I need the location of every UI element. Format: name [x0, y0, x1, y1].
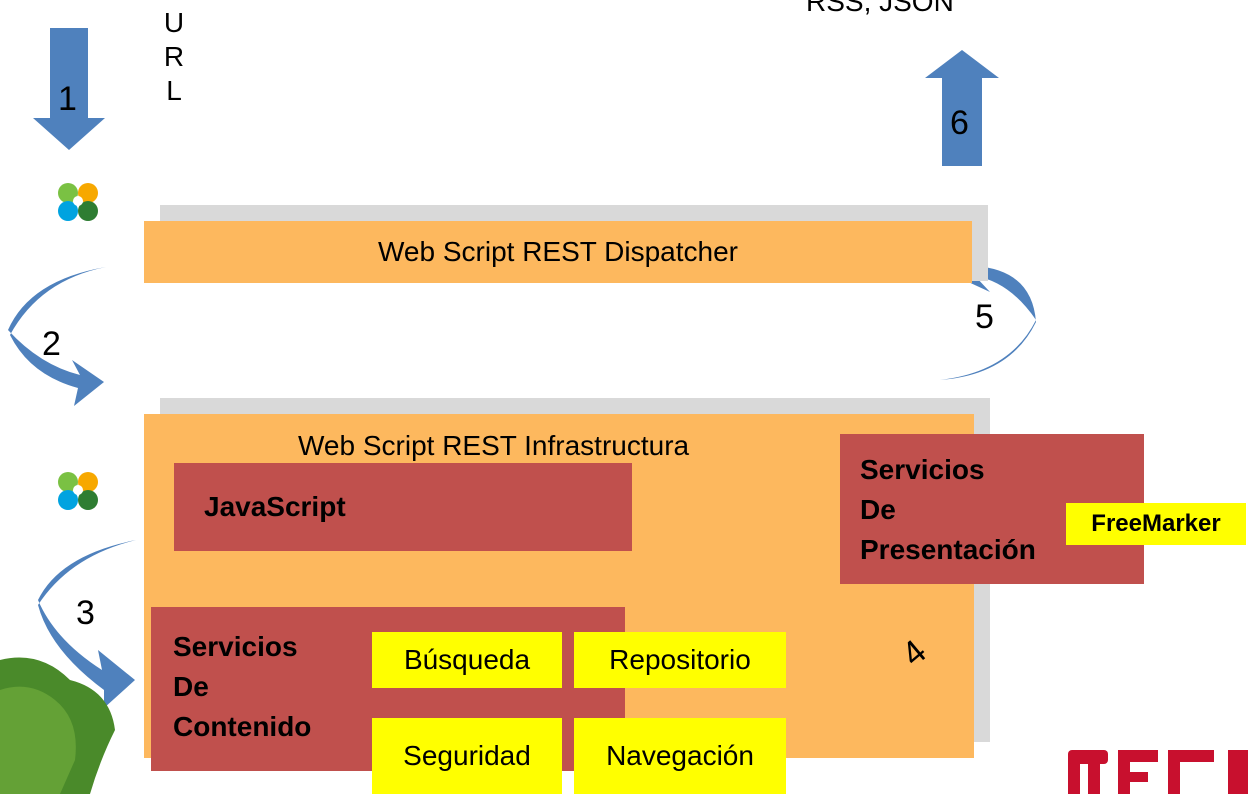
- url-letter: R: [163, 41, 185, 72]
- content-line: Servicios: [173, 631, 298, 662]
- infrastructure-title: Web Script REST Infrastructura: [298, 430, 690, 461]
- tree-image: [0, 657, 115, 794]
- dispatcher-title: Web Script REST Dispatcher: [378, 236, 738, 267]
- output-formats-label: RSS, JSON: [806, 0, 954, 17]
- dispatcher-bar: Web Script REST Dispatcher: [144, 221, 972, 283]
- step-label-3: 3: [76, 594, 95, 632]
- curved-arrow-5: [938, 250, 1036, 380]
- url-letter: L: [166, 75, 182, 106]
- content-line: De: [173, 671, 209, 702]
- module-repositorio: Repositorio: [574, 632, 786, 688]
- up-arrow-6: [925, 50, 999, 166]
- curved-arrow-3: [38, 540, 136, 708]
- content-line: Contenido: [173, 711, 312, 742]
- alfresco-logo-icon: [58, 472, 98, 510]
- freemarker-label: FreeMarker: [1091, 510, 1221, 537]
- alfresco-logo-icon: [58, 183, 98, 221]
- presentation-line: Servicios: [860, 454, 985, 485]
- step-label-6: 6: [950, 104, 969, 142]
- module-navegacion: Navegación: [574, 718, 786, 794]
- down-arrow-1: [33, 28, 105, 150]
- step-label-2: 2: [42, 325, 61, 363]
- curved-arrow-2: [8, 267, 106, 406]
- presentation-line: De: [860, 494, 896, 525]
- freemarker-tag: FreeMarker: [1066, 503, 1246, 545]
- presentation-services-box: Servicios De Presentación: [840, 434, 1144, 584]
- step-label-5: 5: [975, 298, 994, 336]
- company-logo: [1068, 750, 1248, 794]
- module-busqueda: Búsqueda: [372, 632, 562, 688]
- javascript-label: JavaScript: [204, 491, 346, 522]
- step-label-1: 1: [58, 80, 77, 118]
- javascript-box: JavaScript: [174, 463, 632, 551]
- url-label: U R L: [162, 6, 186, 108]
- presentation-line: Presentación: [860, 534, 1036, 565]
- url-letter: U: [163, 7, 185, 38]
- module-seguridad: Seguridad: [372, 718, 562, 794]
